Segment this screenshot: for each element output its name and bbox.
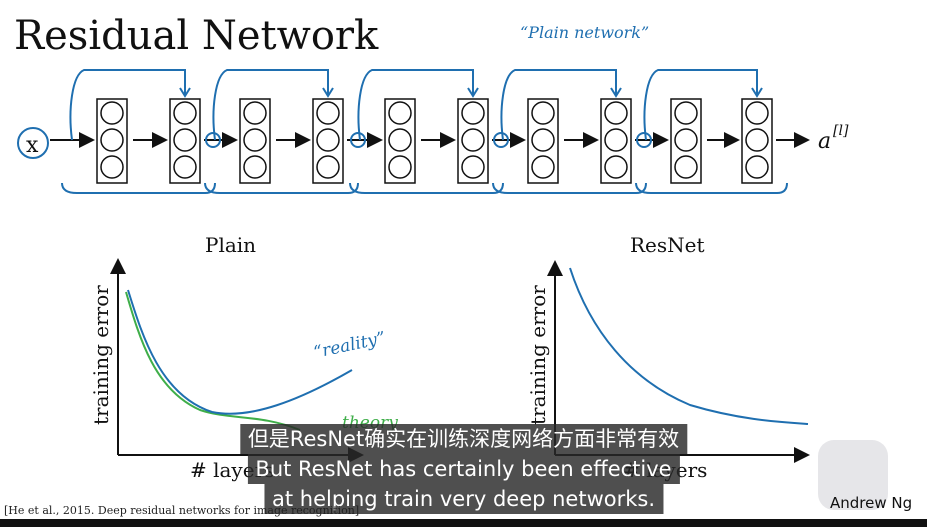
- addition-marker: [205, 132, 221, 148]
- layer-box: [96, 98, 128, 184]
- neuron: [173, 128, 197, 152]
- neuron: [100, 101, 124, 125]
- skip-connection: [500, 69, 617, 141]
- slide-title: Residual Network: [14, 13, 379, 59]
- addition-marker: [636, 132, 652, 148]
- network-layers: [50, 69, 810, 194]
- neuron: [243, 101, 267, 125]
- output-superscript: [l]: [833, 123, 849, 139]
- skip-arrowhead: [322, 87, 334, 98]
- skip-arrowhead: [179, 87, 191, 98]
- neuron: [243, 128, 267, 152]
- neuron: [604, 128, 628, 152]
- author-name: Andrew Ng: [830, 494, 913, 512]
- skip-arrowhead: [467, 87, 479, 98]
- neuron: [674, 101, 698, 125]
- layer-box: [169, 98, 201, 184]
- neuron: [100, 128, 124, 152]
- addition-marker: [493, 132, 509, 148]
- neuron: [173, 155, 197, 179]
- block-bracket: [204, 182, 359, 194]
- layer-box: [457, 98, 489, 184]
- subtitle-chinese: 但是ResNet确实在训练深度网络方面非常有效: [239, 424, 688, 454]
- block-bracket: [635, 182, 788, 194]
- neuron: [316, 128, 340, 152]
- skip-connection: [357, 69, 474, 141]
- skip-arrowhead: [610, 87, 622, 98]
- neuron: [604, 101, 628, 125]
- skip-connection: [212, 69, 329, 141]
- addition-marker: [350, 132, 366, 148]
- neuron: [173, 101, 197, 125]
- layer-box: [312, 98, 344, 184]
- neuron: [745, 101, 769, 125]
- plain-y-label: training error: [89, 285, 113, 425]
- plain-plot-title: Plain: [205, 233, 256, 257]
- block-bracket: [492, 182, 647, 194]
- citation: [He et al., 2015. Deep residual networks…: [4, 504, 360, 517]
- skip-connection: [643, 69, 758, 141]
- neuron: [604, 155, 628, 179]
- resnet-y-label: training error: [526, 285, 550, 425]
- neuron: [461, 101, 485, 125]
- neuron: [674, 128, 698, 152]
- neuron: [531, 128, 555, 152]
- neuron: [100, 155, 124, 179]
- neuron: [316, 101, 340, 125]
- neuron: [388, 155, 412, 179]
- resnet-curve: [569, 267, 809, 425]
- input-label: x: [26, 133, 39, 158]
- plain-reality-curve: [127, 289, 353, 415]
- layer-box: [239, 98, 271, 184]
- layer-box: [741, 98, 773, 184]
- reality-annotation: “reality”: [312, 328, 388, 363]
- neuron: [388, 101, 412, 125]
- plain-theory-curve: [125, 291, 301, 431]
- bottom-bar: [0, 519, 927, 527]
- layer-box: [384, 98, 416, 184]
- layer-box: [600, 98, 632, 184]
- neuron: [745, 128, 769, 152]
- input-node: x: [17, 127, 49, 159]
- neuron: [316, 155, 340, 179]
- video-logo-icon: [818, 440, 888, 510]
- neuron: [531, 155, 555, 179]
- resnet-plot-title: ResNet: [630, 233, 705, 257]
- plain-network-note: “Plain network”: [520, 23, 649, 42]
- neuron: [461, 128, 485, 152]
- neuron: [674, 155, 698, 179]
- subtitle-english-line1: But ResNet has certainly been effective: [247, 454, 680, 484]
- neuron: [531, 101, 555, 125]
- subtitle-english-line2: at helping train very deep networks.: [263, 484, 664, 514]
- output-node: a [l]: [818, 123, 849, 154]
- block-bracket: [349, 182, 504, 194]
- neuron: [243, 155, 267, 179]
- neuron: [745, 155, 769, 179]
- skip-connection: [69, 69, 186, 141]
- output-label: a: [818, 129, 831, 154]
- neuron: [461, 155, 485, 179]
- layer-box: [527, 98, 559, 184]
- input-circle: [17, 127, 49, 159]
- neuron: [388, 128, 412, 152]
- block-bracket: [61, 182, 216, 194]
- skip-arrowhead: [751, 87, 763, 98]
- layer-box: [670, 98, 702, 184]
